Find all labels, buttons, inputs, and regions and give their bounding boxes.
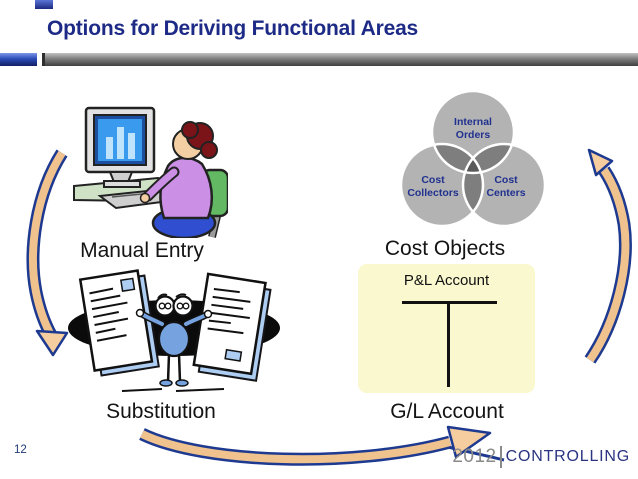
logo-brand: CONTROLLING <box>505 448 630 465</box>
divider-gray-bar <box>42 53 638 66</box>
venn-circles-icon <box>399 89 547 228</box>
venn-label-cost-centers: Cost Centers <box>486 174 526 199</box>
page-title: Options for Deriving Functional Areas <box>47 17 419 40</box>
pl-account-label: P&L Account <box>403 272 490 289</box>
venn-label-cost-collectors: Cost Collectors <box>407 174 459 199</box>
substitution-clipart-icon <box>68 269 280 392</box>
cycle-arrow-bottom-icon <box>139 425 505 466</box>
manual-entry-label: Manual Entry <box>80 239 204 262</box>
venn-label-internal-orders: Internal Orders <box>454 116 492 141</box>
t-account-vertical-line <box>447 301 450 387</box>
cost-objects-label: Cost Objects <box>384 237 506 260</box>
logo-year: 2012 <box>452 446 497 467</box>
cost-objects-venn: Internal Orders Cost Collectors Cost Cen… <box>398 88 550 234</box>
cycle-arrow-left-icon <box>26 149 69 357</box>
page-number: 12 <box>14 444 27 456</box>
logo-separator <box>499 446 502 468</box>
manual-entry-clipart-icon <box>73 106 228 238</box>
divider-blue-segment <box>0 53 37 66</box>
substitution-label: Substitution <box>106 400 216 423</box>
corner-accent-bar <box>35 0 53 9</box>
t-account-horizontal-line <box>402 301 497 304</box>
cycle-arrow-right-icon <box>584 148 632 364</box>
gl-account-label: G/L Account <box>390 400 504 423</box>
gl-account-box: P&L Account <box>358 264 535 393</box>
brand-logo: 2012 CONTROLLING <box>452 446 630 468</box>
